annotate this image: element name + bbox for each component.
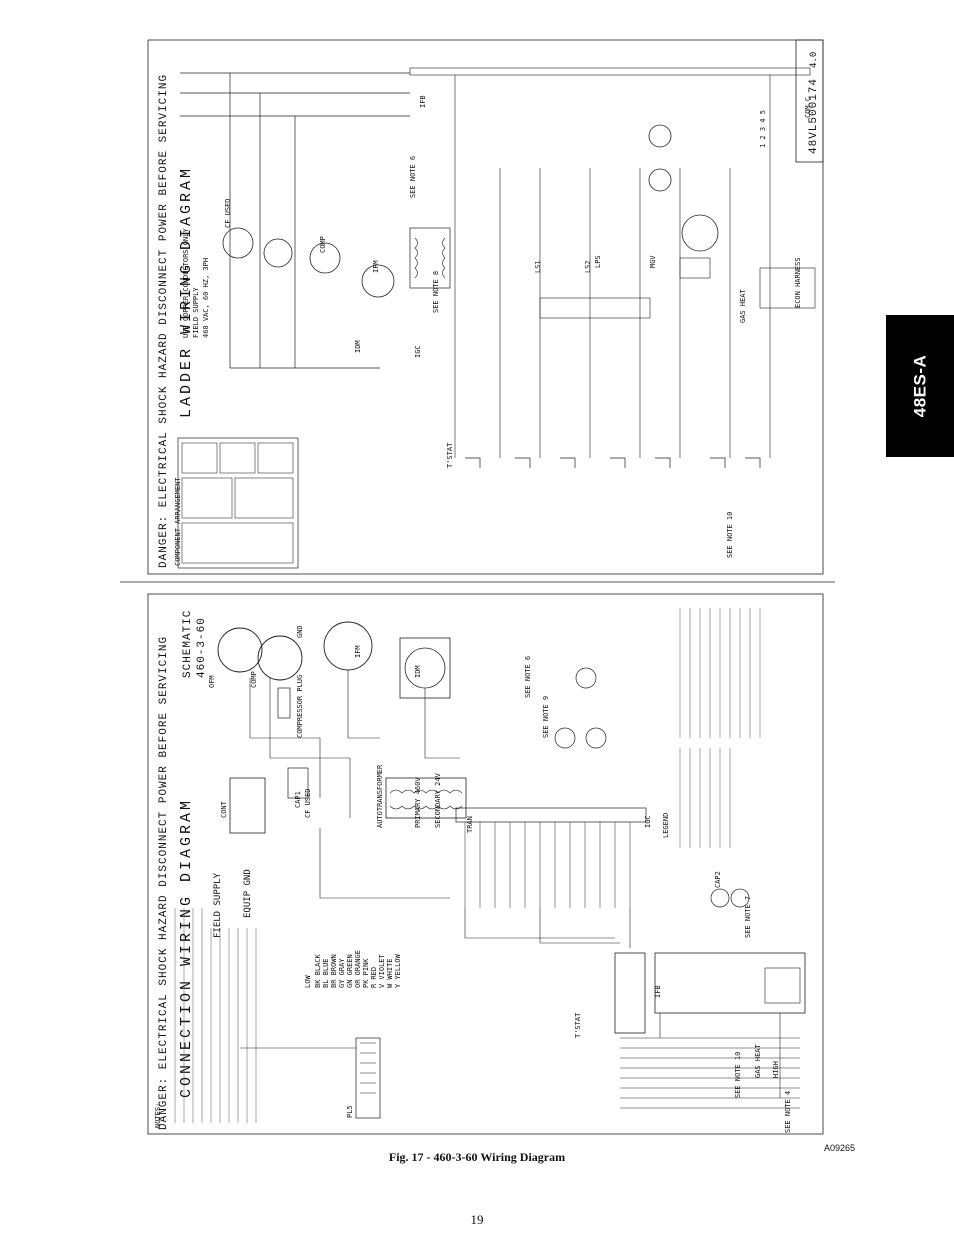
svg-text:IGC: IGC (414, 345, 422, 358)
connection-title: CONNECTION WIRING DIAGRAM (178, 798, 195, 1098)
svg-text:LPS: LPS (594, 255, 602, 268)
color-code-item: Y YELLOW (394, 953, 402, 988)
svg-text:SEE NOTE 6: SEE NOTE 6 (409, 156, 417, 198)
svg-text:SEE NOTE 8: SEE NOTE 8 (432, 271, 440, 313)
svg-text:IGC: IGC (644, 815, 652, 828)
svg-text:SEE NOTE 10: SEE NOTE 10 (734, 1052, 742, 1098)
color-code-item: R RED (370, 967, 378, 988)
svg-text:MGV: MGV (649, 255, 657, 268)
svg-text:COMPRESSOR PLUG: COMPRESSOR PLUG (296, 675, 304, 738)
svg-text:TRAN: TRAN (466, 816, 474, 833)
color-code-item: BK BLACK (314, 953, 322, 988)
part-number: 48VL500174 (808, 78, 820, 154)
svg-text:T'STAT: T'STAT (574, 1012, 582, 1038)
connection-frame (147, 593, 824, 1135)
connection-diagram: DANGER: ELECTRICAL SHOCK HAZARD DISCONNE… (147, 593, 824, 1135)
ladder-frame (147, 39, 824, 575)
svg-text:SEE NOTE 4: SEE NOTE 4 (784, 1091, 792, 1133)
svg-text:GAS HEAT: GAS HEAT (739, 288, 747, 323)
svg-text:PL5: PL5 (346, 1105, 354, 1118)
svg-text:SEE NOTE 7: SEE NOTE 7 (744, 896, 752, 938)
svg-text:IDM: IDM (354, 340, 362, 353)
ladder-danger: DANGER: ELECTRICAL SHOCK HAZARD DISCONNE… (158, 74, 170, 568)
svg-text:LS1: LS1 (534, 260, 542, 273)
color-code-item: BR BROWN (330, 954, 338, 988)
svg-text:T'STAT: T'STAT (446, 442, 454, 468)
ladder-title: LADDER WIRING DIAGRAM (178, 166, 195, 418)
svg-text:GND: GND (296, 625, 304, 638)
svg-text:IFM: IFM (372, 260, 380, 273)
svg-text:CAP2: CAP2 (714, 871, 722, 888)
svg-text:EQUIP GND: EQUIP GND (243, 869, 253, 918)
svg-text:460 VAC, 60 HZ, 3PH: 460 VAC, 60 HZ, 3PH (202, 258, 210, 338)
svg-text:HIGH: HIGH (772, 1061, 780, 1078)
color-code-item: W WHITE (386, 958, 394, 988)
ladder-diagram: DANGER: ELECTRICAL SHOCK HAZARD DISCONNE… (147, 39, 824, 575)
page-number: 19 (470, 1212, 484, 1227)
svg-text:GAS HEAT: GAS HEAT (754, 1043, 762, 1078)
figure-caption: Fig. 17 - 460-3-60 Wiring Diagram (388, 1150, 566, 1164)
section-tab: 48ES-A (886, 315, 954, 457)
svg-text:AUTOTRANSFORMER: AUTOTRANSFORMER (376, 764, 384, 828)
svg-text:FIELD SUPPLY: FIELD SUPPLY (192, 287, 200, 338)
svg-text:CAP1: CAP1 (294, 791, 302, 808)
svg-text:COMP: COMP (319, 236, 327, 253)
svg-text:COMP: COMP (250, 671, 258, 688)
svg-text:IFB: IFB (654, 985, 662, 998)
svg-text:CF USED: CF USED (304, 788, 312, 818)
color-code-item: OR ORANGE (354, 950, 362, 988)
color-code-item: V VIOLET (378, 953, 386, 988)
wiring-diagram-figure: DANGER: ELECTRICAL SHOCK HAZARD DISCONNE… (120, 38, 835, 1138)
section-tab-label: 48ES-A (910, 354, 929, 418)
svg-text:IFB: IFB (419, 95, 427, 108)
svg-text:SEE NOTE 10: SEE NOTE 10 (726, 512, 734, 558)
svg-text:ECON HARNESS: ECON HARNESS (794, 257, 802, 308)
svg-text:CONT: CONT (220, 800, 228, 818)
part-number-box (795, 39, 824, 163)
svg-text:COM C: COM C (804, 97, 812, 118)
svg-text:NOTES:: NOTES: (154, 1103, 162, 1128)
svg-text:SEE NOTE 9: SEE NOTE 9 (542, 696, 550, 738)
wiring-diagram-drawing: DANGER: ELECTRICAL SHOCK HAZARD DISCONNE… (120, 39, 835, 1135)
svg-text:FIELD SUPPLY: FIELD SUPPLY (213, 872, 223, 938)
svg-text:IFM: IFM (354, 645, 362, 658)
connection-danger: DANGER: ELECTRICAL SHOCK HAZARD DISCONNE… (158, 636, 170, 1130)
svg-text:SEE NOTE 6: SEE NOTE 6 (524, 656, 532, 698)
figure-id: A09265 (824, 1143, 856, 1153)
schematic-label: SCHEMATIC (182, 610, 194, 678)
svg-text:PRIMARY 460V: PRIMARY 460V (414, 777, 422, 828)
svg-text:LS2: LS2 (584, 260, 592, 273)
revision: 4.0 (809, 52, 819, 68)
component-arrangement-box (177, 437, 299, 569)
svg-text:COMPONENT ARRANGEMENT: COMPONENT ARRANGEMENT (174, 477, 182, 566)
schematic-rating: 460-3-60 (196, 617, 208, 678)
svg-text:1 2 3 4 5: 1 2 3 4 5 (759, 110, 767, 148)
color-code-item: GN GREEN (346, 954, 354, 988)
svg-text:USE COPPER CONDUCTORS ONLY: USE COPPER CONDUCTORS ONLY (182, 228, 190, 338)
svg-text:OFM: OFM (208, 675, 216, 688)
svg-text:SECONDARY 24V: SECONDARY 24V (434, 772, 442, 828)
color-code-item: GY GRAY (338, 958, 346, 988)
svg-text:LEGEND: LEGEND (662, 813, 670, 838)
svg-text:LOW: LOW (304, 975, 312, 988)
color-code-item: BL BLUE (322, 958, 330, 988)
svg-text:CF USED: CF USED (224, 198, 232, 228)
color-code-item: PK PINK (362, 958, 370, 988)
svg-text:IDM: IDM (414, 665, 422, 678)
